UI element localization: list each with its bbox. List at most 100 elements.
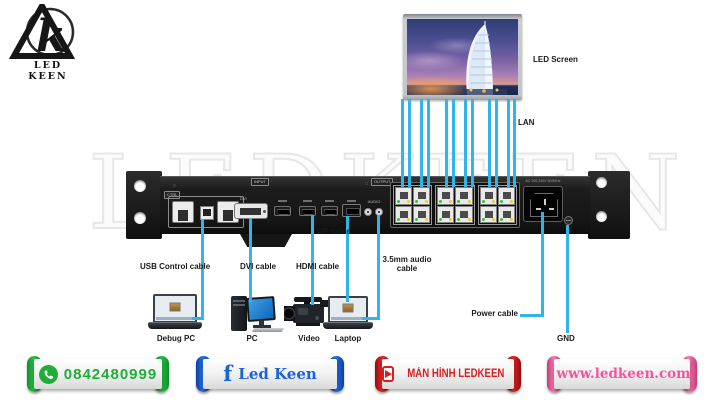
gnd-screw xyxy=(564,216,573,225)
usb-cable-label: USB Control cable xyxy=(140,262,211,271)
youtube-channel: MÀN HÌNH LEDKEEN xyxy=(407,368,505,380)
audio-cable-line xyxy=(377,215,380,320)
badge-body: MÀN HÌNH LEDKEEN xyxy=(382,359,514,389)
ethernet-port-group xyxy=(435,185,475,225)
ethernet-port-group xyxy=(477,185,517,225)
lan-cable xyxy=(488,99,491,187)
audio-ports-label: AUDIO xyxy=(367,199,381,204)
screen-taskbar xyxy=(156,317,194,320)
power-cable-label: Power cable xyxy=(471,309,518,318)
audio-in-jack xyxy=(364,208,372,216)
lan-cable xyxy=(464,99,467,187)
ethernet-port xyxy=(395,187,413,205)
lan-cable xyxy=(445,99,448,187)
ethernet-port xyxy=(437,187,455,205)
ethernet-port xyxy=(455,187,473,205)
hdmi-port-label xyxy=(278,200,287,202)
website-url: www.ledkeen.com xyxy=(556,366,691,382)
ethernet-port xyxy=(437,205,455,223)
laptop-base xyxy=(323,322,373,329)
ethernet-port xyxy=(455,205,473,223)
ac-power-inlet xyxy=(523,186,563,222)
dp-cable-label: DP cable xyxy=(317,227,351,236)
debug-pc-screen xyxy=(153,294,197,323)
usb-cable-line xyxy=(192,317,204,320)
ethernet-port xyxy=(479,205,497,223)
usb-b-port xyxy=(200,206,214,220)
whatsapp-number: 0842480999 xyxy=(63,365,158,383)
hdmi-port-label xyxy=(303,200,312,202)
ethernet-port xyxy=(395,205,413,223)
device-foot xyxy=(240,234,292,247)
rack-screw-hole xyxy=(134,180,146,192)
rack-screw-hole xyxy=(134,212,146,224)
debug-pc-label: Debug PC xyxy=(156,334,196,343)
ethernet-port xyxy=(497,205,515,223)
dp-port-label xyxy=(347,200,356,202)
pc-label: PC xyxy=(246,334,258,343)
logo-mark-icon: k xyxy=(8,0,76,62)
lan-cable xyxy=(427,99,430,187)
dvi-port-label: DVI xyxy=(240,196,247,201)
facebook-name: Led Keen xyxy=(238,365,317,383)
dp-port xyxy=(342,204,361,217)
monitor-base xyxy=(253,325,271,328)
dvi-cable-label: DVI cable xyxy=(240,262,277,271)
pc-tower xyxy=(231,296,247,331)
gnd-label: GND xyxy=(557,334,575,343)
ethernet-port-bank xyxy=(390,182,520,228)
hdmi-cable-label: HDMI cable xyxy=(296,262,340,271)
facebook-badge[interactable]: f Led Keen xyxy=(196,356,344,392)
power-rating-text: AC 100-240V 50/60Hz xyxy=(525,179,561,183)
hdmi-cable-line xyxy=(311,215,314,305)
power-cable-line xyxy=(541,212,544,315)
rack-screw-hole xyxy=(596,211,607,222)
ethernet-port xyxy=(413,205,431,223)
input-tag: INPUT xyxy=(251,178,269,186)
screen-content xyxy=(342,303,354,313)
screw-dot xyxy=(365,182,368,185)
lan-cable xyxy=(507,99,510,187)
screen-taskbar xyxy=(331,317,365,320)
badge-body: 0842480999 xyxy=(34,359,162,389)
debug-pc-base xyxy=(148,322,202,329)
lan-cable xyxy=(420,99,423,187)
website-badge[interactable]: www.ledkeen.com xyxy=(547,356,697,392)
pc-keyboard xyxy=(251,328,285,332)
rack-ear-left xyxy=(126,171,162,239)
led-screen-label: LED Screen xyxy=(533,55,578,64)
rack-screw-hole xyxy=(596,177,607,188)
svg-text:k: k xyxy=(36,11,67,62)
badge-body: f Led Keen xyxy=(203,359,337,389)
lan-cable xyxy=(495,99,498,187)
dvi-port xyxy=(234,203,268,219)
audio-cable-line xyxy=(362,317,380,320)
hdmi-port xyxy=(299,206,316,216)
whatsapp-badge[interactable]: 0842480999 xyxy=(27,356,169,392)
ethernet-port xyxy=(479,187,497,205)
rack-ear-right xyxy=(588,171,630,239)
gnd-cable-line xyxy=(566,225,569,333)
lan-cable xyxy=(471,99,474,187)
hdmi-port-label xyxy=(325,200,334,202)
rj45-port xyxy=(172,201,194,223)
lan-cable xyxy=(513,99,516,187)
power-cable-pointer-line xyxy=(520,314,544,317)
lan-cable xyxy=(408,99,411,187)
led-screen xyxy=(403,14,522,100)
ethernet-port xyxy=(413,187,431,205)
hdmi-port xyxy=(321,206,338,216)
youtube-icon xyxy=(382,366,395,382)
ethernet-port xyxy=(497,187,515,205)
power-inlet-socket xyxy=(530,193,558,217)
ctrl-tag: CTRL xyxy=(164,191,181,199)
youtube-badge[interactable]: MÀN HÌNH LEDKEEN xyxy=(375,356,521,392)
video-label: Video xyxy=(298,334,320,343)
whatsapp-icon xyxy=(38,364,58,384)
brand-logo: k LED KEEN xyxy=(8,0,128,82)
usb-cable-line xyxy=(201,219,204,320)
screen-content xyxy=(169,302,181,311)
lan-cable xyxy=(452,99,455,187)
ethernet-port-group xyxy=(393,185,433,225)
